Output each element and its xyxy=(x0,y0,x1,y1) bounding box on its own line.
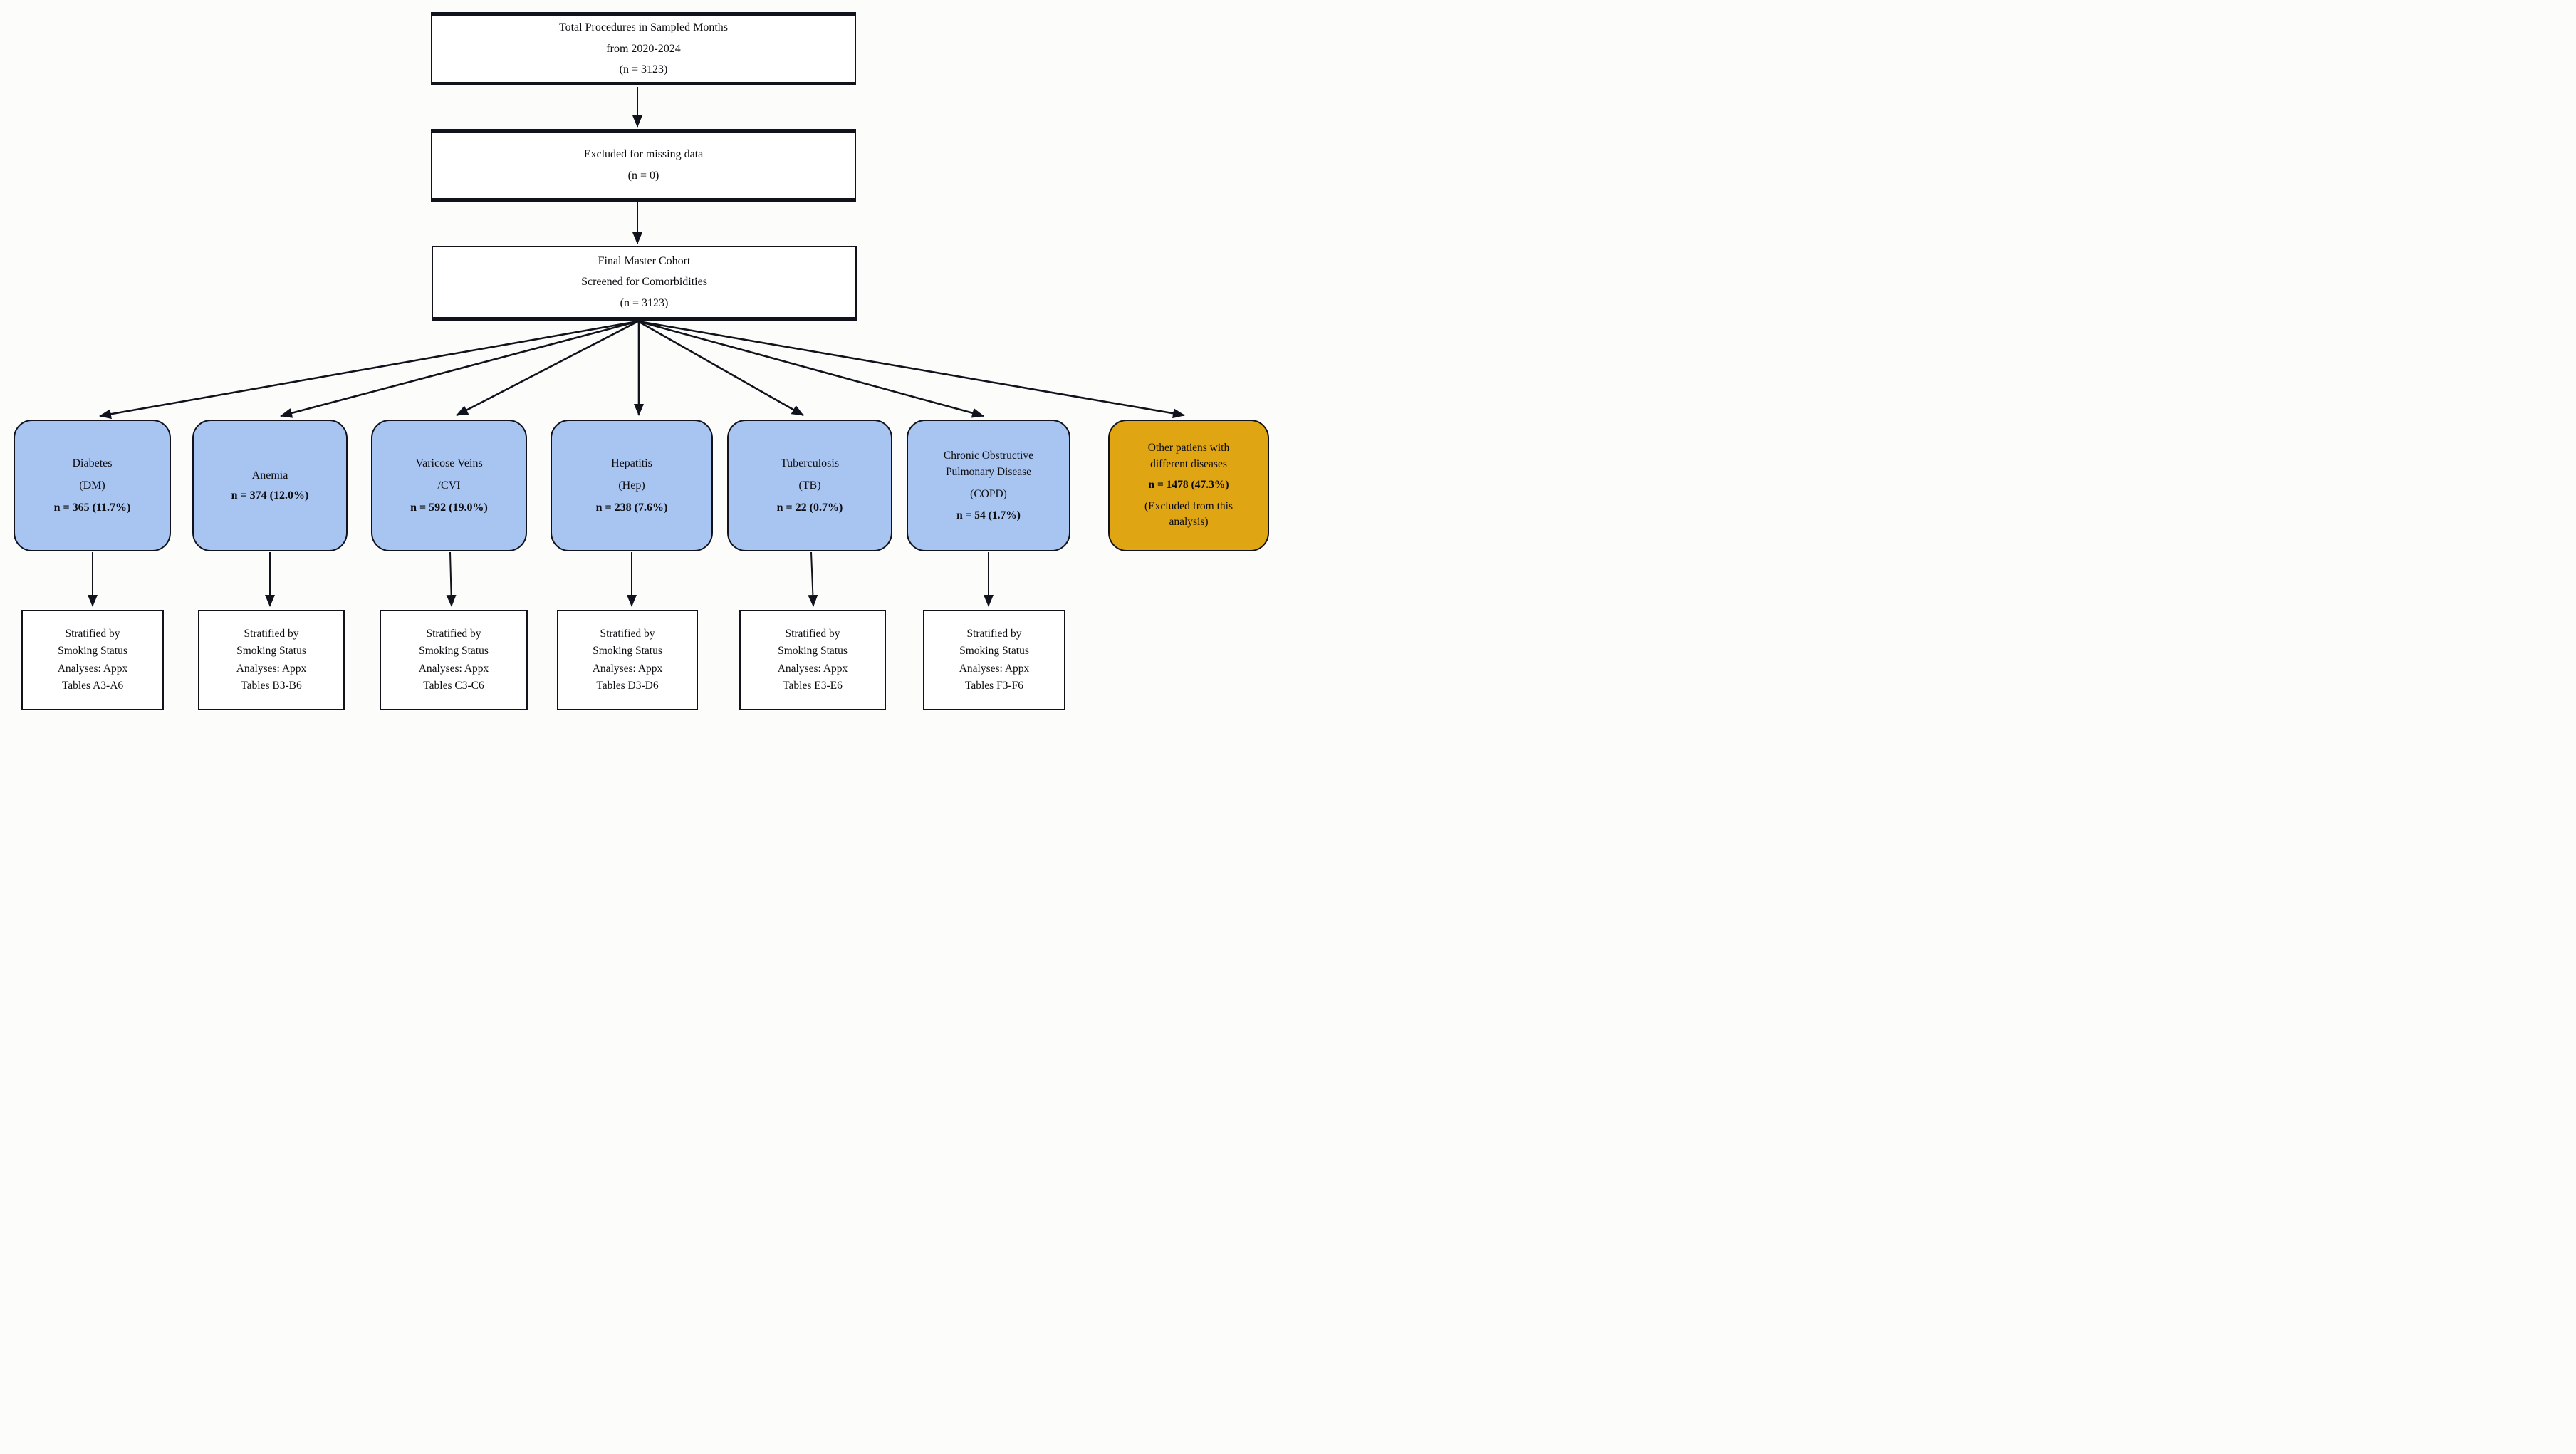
arrow-final-to-anemia xyxy=(280,320,639,418)
text-line: Stratified by xyxy=(600,628,655,640)
box-anemia: Anemia n = 374 (12.0%) xyxy=(192,420,348,551)
text-line: n = 54 (1.7%) xyxy=(956,509,1021,521)
text-line: (n = 3123) xyxy=(620,296,669,309)
text-line: Tables F3-F6 xyxy=(964,679,1023,692)
text-line: Tables A3-A6 xyxy=(61,679,124,692)
arrow-varicose-to-stratified xyxy=(446,551,457,607)
arrow-final-to-other xyxy=(637,320,1185,419)
text-line: from 2020-2024 xyxy=(606,42,681,55)
arrow-final-to-varicose xyxy=(456,320,639,417)
text-line: Tables D3-D6 xyxy=(596,679,659,692)
box-tuberculosis: Tuberculosis (TB) n = 22 (0.7%) xyxy=(727,420,892,551)
text-line: Smoking Status xyxy=(778,645,848,658)
text-line: Analyses: Appx xyxy=(236,662,307,675)
text-line: Tables E3-E6 xyxy=(783,679,843,692)
text-line: (Hep) xyxy=(618,479,645,492)
text-line: (DM) xyxy=(79,479,105,492)
box-diabetes: Diabetes (DM) n = 365 (11.7%) xyxy=(14,420,171,551)
text-line: Chronic Obstructive xyxy=(943,450,1034,462)
text-line: Anemia xyxy=(251,469,288,482)
text-line: Tables B3-B6 xyxy=(241,679,302,692)
text-line: Stratified by xyxy=(65,628,120,640)
box-excluded-missing-data: Excluded for missing data (n = 0) xyxy=(431,129,856,202)
text-line: Excluded for missing data xyxy=(583,148,704,161)
box-hepatitis: Hepatitis (Hep) n = 238 (7.6%) xyxy=(551,420,713,551)
text-line: Tuberculosis xyxy=(780,457,840,469)
text-line: Stratified by xyxy=(244,628,299,640)
text-line: n = 592 (19.0%) xyxy=(410,502,488,514)
text-line: Diabetes xyxy=(72,457,113,469)
text-line: Analyses: Appx xyxy=(57,662,128,675)
text-line: Pulmonary Disease xyxy=(945,466,1032,479)
text-line: Hepatitis xyxy=(611,457,652,469)
box-varicose-veins-cvi: Varicose Veins/CVI n = 592 (19.0%) xyxy=(371,420,527,551)
text-line: (COPD) xyxy=(970,487,1007,500)
text-line: Stratified by xyxy=(785,628,840,640)
arrow-final-to-diabetes xyxy=(99,320,639,420)
text-line: n = 374 (12.0%) xyxy=(231,489,309,502)
text-line: Screened for Comorbidities xyxy=(581,276,707,289)
text-line: Smoking Status xyxy=(419,645,489,658)
text-line: n = 365 (11.7%) xyxy=(53,502,131,514)
text-line: Smoking Status xyxy=(593,645,662,658)
text-line: analysis) xyxy=(1169,516,1209,529)
text-line: Analyses: Appx xyxy=(959,662,1030,675)
text-line: Final Master Cohort xyxy=(598,254,691,267)
text-line: (TB) xyxy=(798,479,821,492)
text-line: Analyses: Appx xyxy=(777,662,848,675)
text-line: n = 238 (7.6%) xyxy=(595,502,668,514)
text-line: Tables C3-C6 xyxy=(423,679,484,692)
arrow-tuberculosis-to-stratified xyxy=(808,551,818,607)
text-line: Stratified by xyxy=(966,628,1022,640)
text-line: Analyses: Appx xyxy=(592,662,663,675)
text-line: Analyses: Appx xyxy=(418,662,489,675)
arrow-final-to-copd xyxy=(637,320,984,418)
text-line: (n = 3123) xyxy=(619,63,668,76)
arrow-final-to-tuberculosis xyxy=(637,320,804,417)
text-line: (n = 0) xyxy=(627,170,659,182)
text-line: /CVI xyxy=(437,479,461,492)
box-total-procedures: Total Procedures in Sampled Months from 2… xyxy=(431,12,856,85)
text-line: (Excluded from this xyxy=(1144,499,1233,512)
text-line: Smoking Status xyxy=(236,645,306,658)
text-line: different diseases xyxy=(1150,457,1227,470)
cohort-flow-diagram: Total Procedures in Sampled Months from 2… xyxy=(0,0,1288,727)
text-line: n = 1478 (47.3%) xyxy=(1148,479,1229,492)
text-line: Stratified by xyxy=(426,628,481,640)
text-line: Smoking Status xyxy=(959,645,1029,658)
text-line: n = 22 (0.7%) xyxy=(776,502,843,514)
text-line: Other patiens with xyxy=(1147,442,1230,455)
text-line: Smoking Status xyxy=(58,645,127,658)
box-other-diseases: Other patiens with different diseases n = … xyxy=(1108,420,1269,551)
text-line: Varicose Veins xyxy=(415,457,483,469)
text-line: Total Procedures in Sampled Months xyxy=(558,21,729,34)
